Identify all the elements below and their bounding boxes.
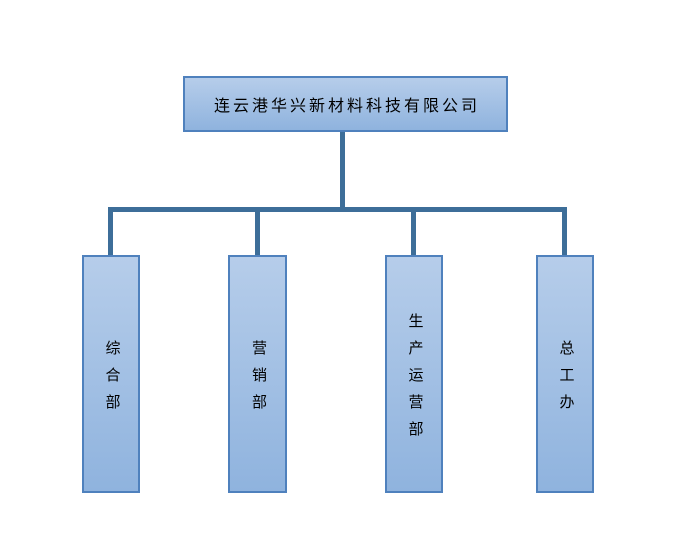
org-root-label: 连云港华兴新材料科技有限公司 xyxy=(213,98,480,115)
dept-label: 综合部 xyxy=(103,339,120,421)
dept-box-shengchanyunyingbu: 生产运营部 xyxy=(385,255,443,493)
dept-box-zonggongban: 总工办 xyxy=(536,255,594,493)
connector-root-stub xyxy=(340,130,345,208)
connector-drop-3 xyxy=(411,207,416,255)
connector-drop-2 xyxy=(255,207,260,255)
dept-label: 营销部 xyxy=(250,339,266,421)
dept-box-zonghebu: 综合部 xyxy=(82,255,140,493)
dept-label: 生产运营部 xyxy=(406,312,423,448)
connector-horizontal-bar xyxy=(108,207,567,212)
dept-label: 总工办 xyxy=(557,339,574,421)
dept-box-yingxiaobu: 营销部 xyxy=(228,255,287,493)
org-root-box: 连云港华兴新材料科技有限公司 xyxy=(183,76,508,132)
connector-drop-4 xyxy=(562,207,567,255)
connector-drop-1 xyxy=(108,207,113,255)
